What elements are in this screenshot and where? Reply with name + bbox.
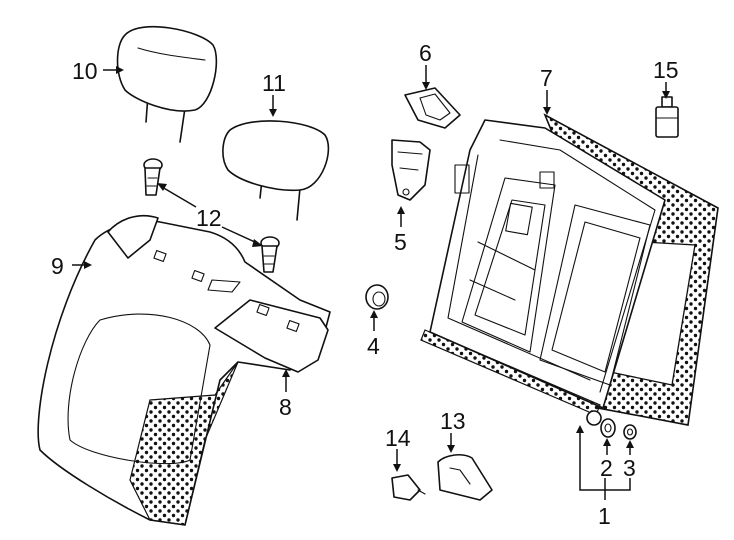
bolt-part [623,424,637,440]
callout-3: 3 [623,455,636,481]
guide-12-upper-part [143,158,163,196]
cover-14-part [391,474,426,501]
callout-10: 10 [72,58,98,84]
callout-5: 5 [394,229,407,255]
callout-8: 8 [279,394,292,420]
callout-7: 7 [540,65,553,91]
callout-2: 2 [600,455,613,481]
callout-11: 11 [262,70,286,96]
headrest-10-part [116,25,218,143]
bushing-part [600,418,616,438]
callout-14: 14 [385,425,411,451]
callout-13: 13 [440,408,466,434]
callout-4: 4 [367,333,380,359]
callout-9: 9 [51,253,64,279]
bezel-part [404,87,461,129]
callout-6: 6 [419,40,432,66]
callout-12: 12 [196,205,222,231]
hinge-cover-13-part [437,453,493,501]
panel-8-part [214,299,329,373]
seat-back-cover-part [37,214,331,526]
latch-bracket-part [391,139,431,201]
guide-12-lower-part [260,236,280,273]
grommet-part [365,284,389,310]
callout-15: 15 [653,57,679,83]
headrest-11-part [222,120,330,221]
callout-1: 1 [598,503,611,529]
seat-back-frame-part [420,113,719,426]
clip-15-part [655,96,679,138]
leader-lines [72,65,670,500]
